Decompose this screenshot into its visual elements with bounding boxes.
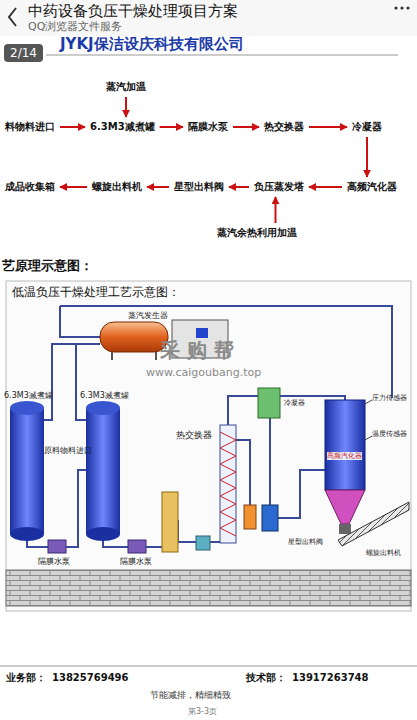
label-text: 中药设备负压干燥处理项目方案 — [28, 2, 238, 20]
label-text: 艺原理示意图： — [2, 258, 93, 274]
process-step: 6.3M3减煮罐 — [88, 120, 157, 134]
page-badge: 2/14 — [4, 44, 43, 62]
flow-arrow — [60, 126, 85, 128]
pump — [48, 540, 66, 553]
label-text: 热交换器 — [176, 430, 212, 441]
tank — [86, 401, 120, 541]
process-step: 蒸汽加温 — [104, 80, 148, 94]
process-step: 星型出料阀 — [172, 180, 226, 194]
watermark: 采 购 帮 — [160, 338, 234, 362]
label-text: 6.3M3减煮罐 — [4, 391, 53, 401]
flow-arrow — [125, 97, 127, 117]
brick-floor — [6, 570, 411, 606]
boiler-leg — [111, 352, 113, 360]
screw-conveyor — [338, 502, 409, 546]
step-text: 成品收集箱 — [5, 181, 55, 193]
control-panel — [196, 328, 208, 338]
label-text: 13917263748 — [292, 672, 369, 684]
label-text: 技术部： — [246, 672, 286, 684]
vacuum-pump — [262, 505, 278, 531]
label-text: 高频汽化器 — [327, 452, 362, 460]
label-text: 低温负压干燥处理工艺示意图： — [12, 285, 180, 299]
watermark: www.caigoubang.top — [146, 366, 261, 379]
process-step: 螺旋出料机 — [90, 180, 144, 194]
top-bar — [0, 0, 417, 36]
flow-arrow — [233, 126, 259, 128]
label-text: 温度传感器 — [372, 430, 407, 438]
illustration-frame — [6, 281, 411, 611]
flow-arrow — [275, 197, 277, 223]
process-step: 料物料进口 — [3, 120, 57, 134]
process-step: 热交换器 — [262, 120, 306, 134]
label-text: 节能减排，精细精致 — [150, 690, 231, 701]
pipes — [27, 306, 392, 547]
pump — [196, 536, 210, 550]
step-text: 隔膜水泵 — [188, 121, 228, 133]
label-text: 原料物料进口 — [44, 446, 92, 456]
label-text: 隔膜水泵 — [120, 557, 152, 567]
tank — [10, 401, 44, 541]
flow-arrow — [309, 126, 347, 128]
flow-arrow — [366, 137, 368, 177]
sensor-lead — [365, 436, 372, 440]
step-text: 料物料进口 — [5, 121, 55, 133]
label-text: 螺旋出料机 — [366, 549, 401, 557]
label-text: 冷凝器 — [284, 399, 305, 407]
label-text: JYKJ保洁设庆科技有限公司 — [60, 35, 244, 53]
flow-arrow — [147, 186, 169, 188]
step-text: 星型出料阀 — [174, 181, 224, 193]
label-text: 星型出料阀 — [288, 538, 323, 546]
flow-arrow — [229, 186, 249, 188]
process-step: 成品收集箱 — [3, 180, 57, 194]
label-text: 6.3M3减煮罐 — [80, 391, 129, 401]
pump — [128, 540, 146, 553]
header-rule — [46, 55, 398, 56]
label-text: 业务部： — [6, 672, 46, 684]
process-step: 冷凝器 — [350, 120, 384, 134]
label-text: 压力传感器 — [372, 394, 407, 402]
condenser — [258, 388, 280, 418]
process-step: 负压蒸发塔 — [252, 180, 306, 194]
process-step: 高频汽化器 — [345, 180, 399, 194]
step-text: 蒸汽余热利用加温 — [217, 227, 297, 239]
sensor-lead — [365, 400, 372, 404]
heat-exchanger — [220, 425, 236, 543]
steam-generator — [100, 322, 168, 352]
step-text: 6.3M3减煮罐 — [90, 121, 155, 133]
filter-column — [162, 492, 178, 552]
step-text: 负压蒸发塔 — [254, 181, 304, 193]
separator — [244, 505, 256, 529]
flow-arrow — [160, 126, 183, 128]
step-text: 热交换器 — [264, 121, 304, 133]
label-text: 蒸汽发生器 — [128, 311, 168, 321]
evaporator-tower — [325, 400, 365, 534]
flow-arrow — [60, 186, 87, 188]
menu-icon — [394, 6, 409, 9]
step-text: 螺旋出料机 — [92, 181, 142, 193]
label-text: 13825769496 — [52, 672, 129, 684]
label-text: 隔膜水泵 — [38, 557, 70, 567]
label-text: QQ浏览器文件服务 — [28, 20, 122, 33]
process-step: 蒸汽余热利用加温 — [215, 226, 299, 240]
process-step: 隔膜水泵 — [186, 120, 230, 134]
boiler-leg — [155, 352, 157, 360]
label-text: 第3-3页 — [188, 707, 217, 717]
step-text: 冷凝器 — [352, 121, 382, 133]
heat-exchanger-coil — [220, 432, 236, 536]
step-text: 高频汽化器 — [347, 181, 397, 193]
footer-rule — [0, 666, 417, 667]
step-text: 蒸汽加温 — [106, 81, 146, 93]
back-icon — [9, 8, 16, 26]
flow-arrow — [309, 186, 342, 188]
